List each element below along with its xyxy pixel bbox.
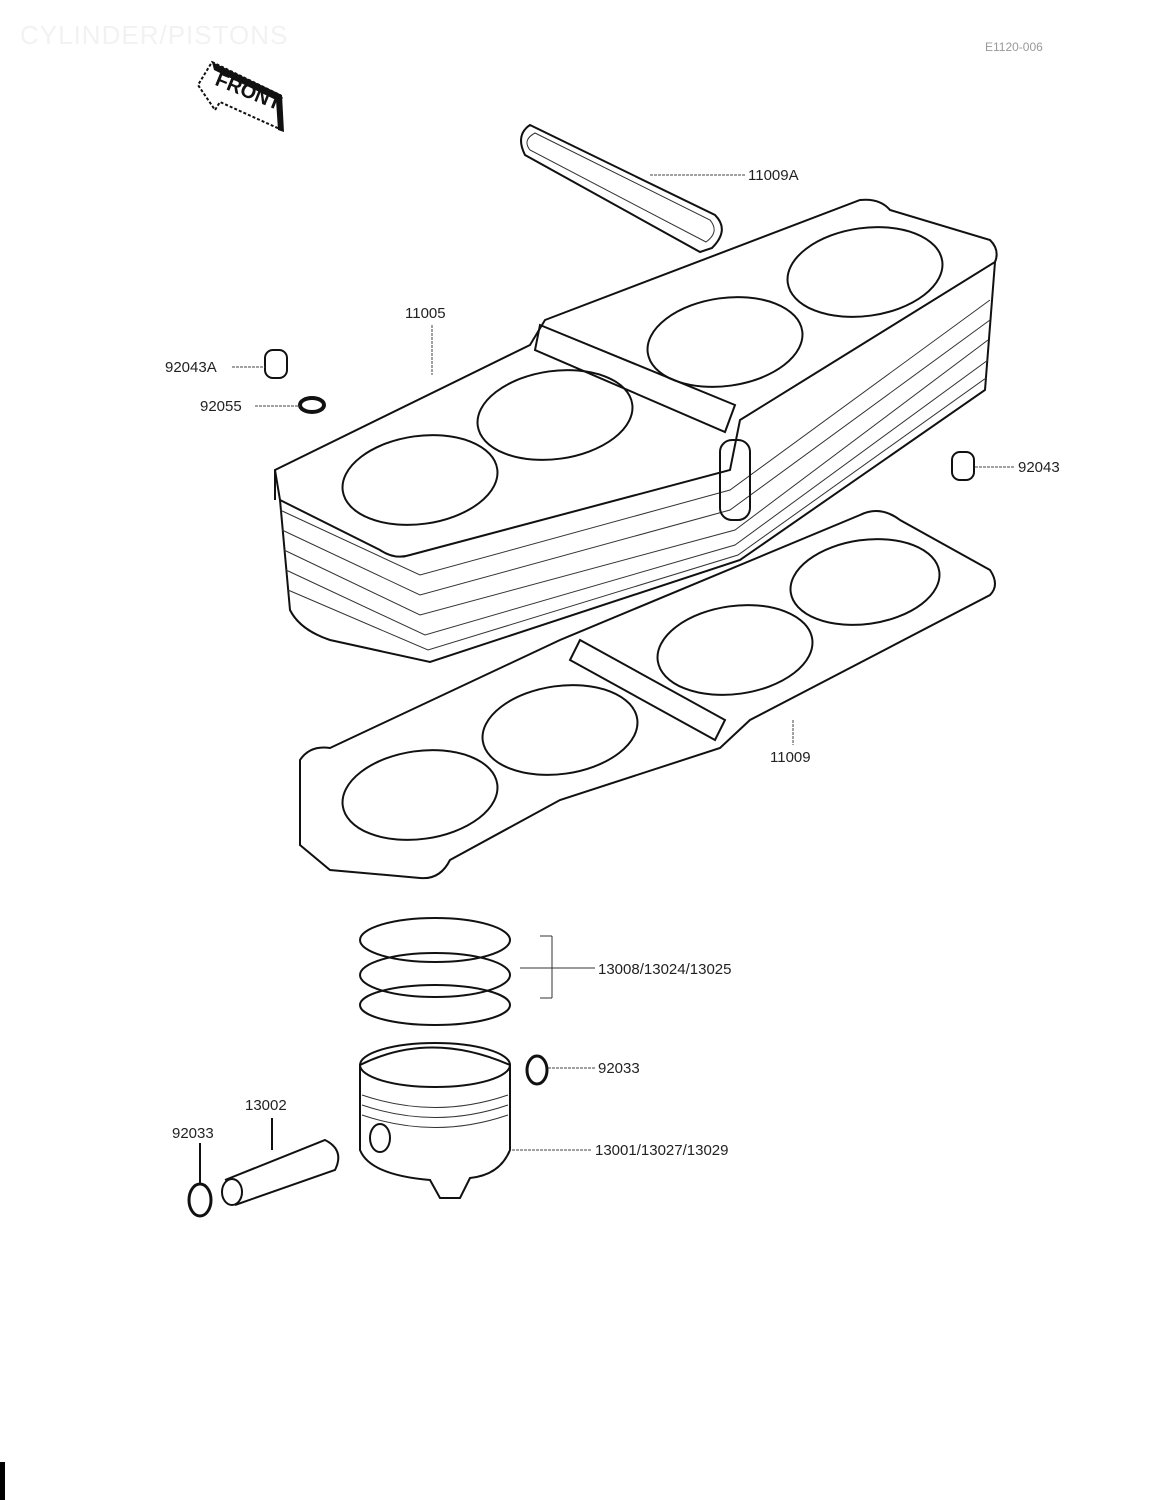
oring [298, 396, 326, 414]
cylinder-base-gasket [299, 510, 996, 880]
circlip-right [525, 1054, 549, 1086]
label-base-gasket: 11009 [770, 749, 811, 766]
piston [359, 1042, 511, 1199]
dowel-pin-a [264, 349, 288, 379]
label-piston: 13001/13027/13029 [595, 1142, 728, 1159]
scan-edge-mark [0, 1462, 5, 1500]
label-rocker-gasket: 11009A [748, 167, 799, 184]
label-cylinder-block: 11005 [405, 305, 446, 322]
label-oring: 92055 [200, 398, 242, 415]
label-dowel: 92043 [1018, 459, 1060, 476]
front-arrow-icon: FRONT [196, 60, 284, 132]
piston-rings [359, 917, 511, 1026]
circlip-left [187, 1182, 213, 1218]
reference-code: E1120-006 [985, 40, 1043, 54]
cylinder-block [273, 198, 998, 664]
label-rings: 13008/13024/13025 [598, 961, 731, 978]
label-pin: 13002 [245, 1097, 287, 1114]
label-dowel-a: 92043A [165, 359, 217, 376]
label-circlip-right: 92033 [598, 1060, 640, 1077]
label-circlip-left: 92033 [172, 1125, 214, 1142]
rocker-cover-gasket [520, 123, 723, 254]
dowel-pin [951, 451, 975, 481]
leader-lines [199, 174, 1015, 1185]
diagram-title: CYLINDER/PISTONS [20, 20, 289, 50]
piston-pin [221, 1138, 340, 1206]
